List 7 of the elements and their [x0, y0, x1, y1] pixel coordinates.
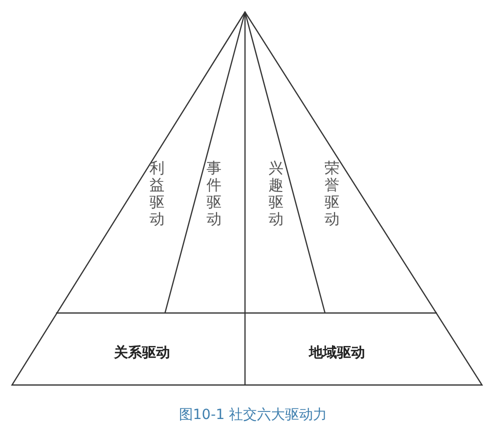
sector-label: 兴趣驱动	[268, 160, 284, 228]
base-label: 地域驱动	[309, 344, 365, 362]
sector-label: 利益驱动	[149, 160, 165, 228]
sector-label: 事件驱动	[206, 160, 222, 228]
base-label: 关系驱动	[114, 344, 170, 362]
caption: 图10-1 社交六大驱动力	[178, 406, 328, 424]
sector-label: 荣誉驱动	[324, 160, 340, 228]
